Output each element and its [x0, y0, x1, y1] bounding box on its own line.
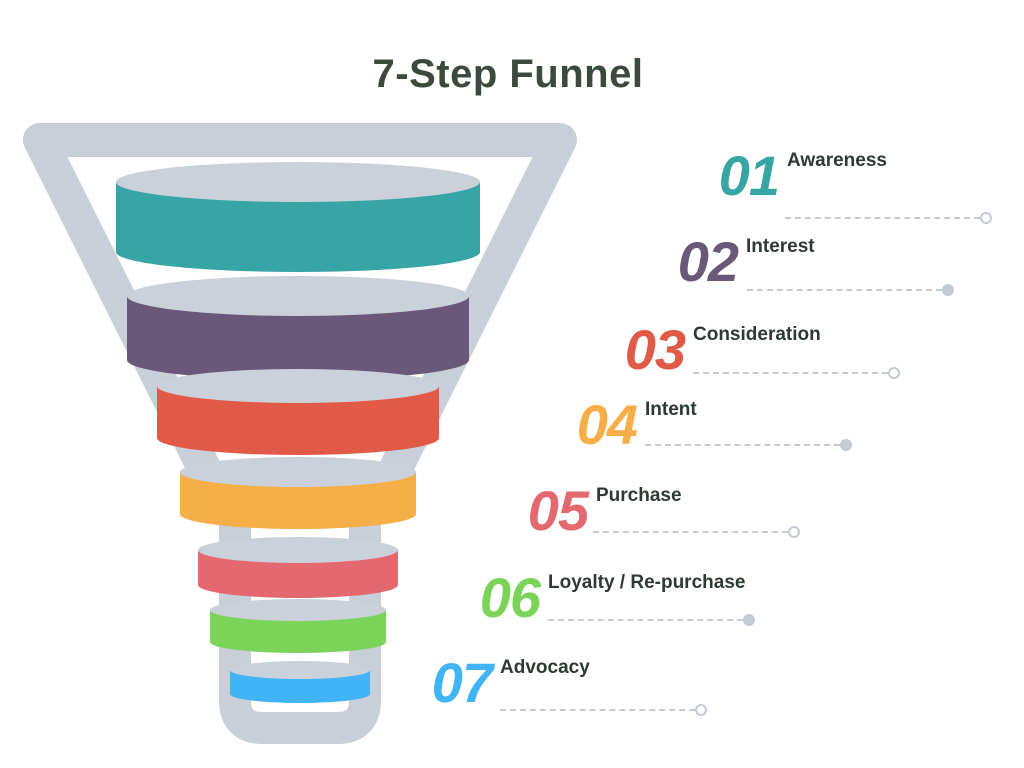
connector-dot: [743, 614, 755, 626]
step-number: 04: [577, 397, 637, 453]
step-label: Loyalty / Re-purchase: [548, 572, 745, 594]
step-label: Awareness: [787, 150, 887, 172]
dashed-connector: [548, 619, 743, 621]
step-label: Intent: [645, 399, 697, 421]
dashed-connector: [593, 531, 788, 533]
funnel-layer-05: [198, 537, 398, 598]
step-number: 02: [678, 234, 738, 290]
connector-dot: [942, 284, 954, 296]
dashed-connector: [645, 444, 840, 446]
dashed-connector: [747, 289, 942, 291]
dashed-connector: [500, 709, 695, 711]
dashed-connector: [693, 372, 888, 374]
step-number: 07: [432, 655, 492, 711]
funnel-layer-06: [210, 599, 386, 653]
connector-dot: [695, 704, 707, 716]
funnel-layer-03: [157, 369, 439, 455]
step-number: 01: [719, 148, 779, 204]
step-label: Advocacy: [500, 657, 590, 679]
step-label: Purchase: [596, 485, 682, 507]
step-label: Interest: [746, 236, 815, 258]
step-number: 06: [480, 570, 540, 626]
step-number: 05: [528, 483, 588, 539]
connector-dot: [788, 526, 800, 538]
funnel-layer-01: [116, 162, 480, 272]
funnel-layer-07: [230, 661, 370, 703]
connector-dot: [888, 367, 900, 379]
step-label: Consideration: [693, 324, 821, 346]
funnel-layer-02: [127, 276, 469, 380]
connector-dot: [840, 439, 852, 451]
dashed-connector: [785, 217, 980, 219]
funnel-layer-04: [180, 457, 416, 529]
connector-dot: [980, 212, 992, 224]
step-number: 03: [625, 322, 685, 378]
